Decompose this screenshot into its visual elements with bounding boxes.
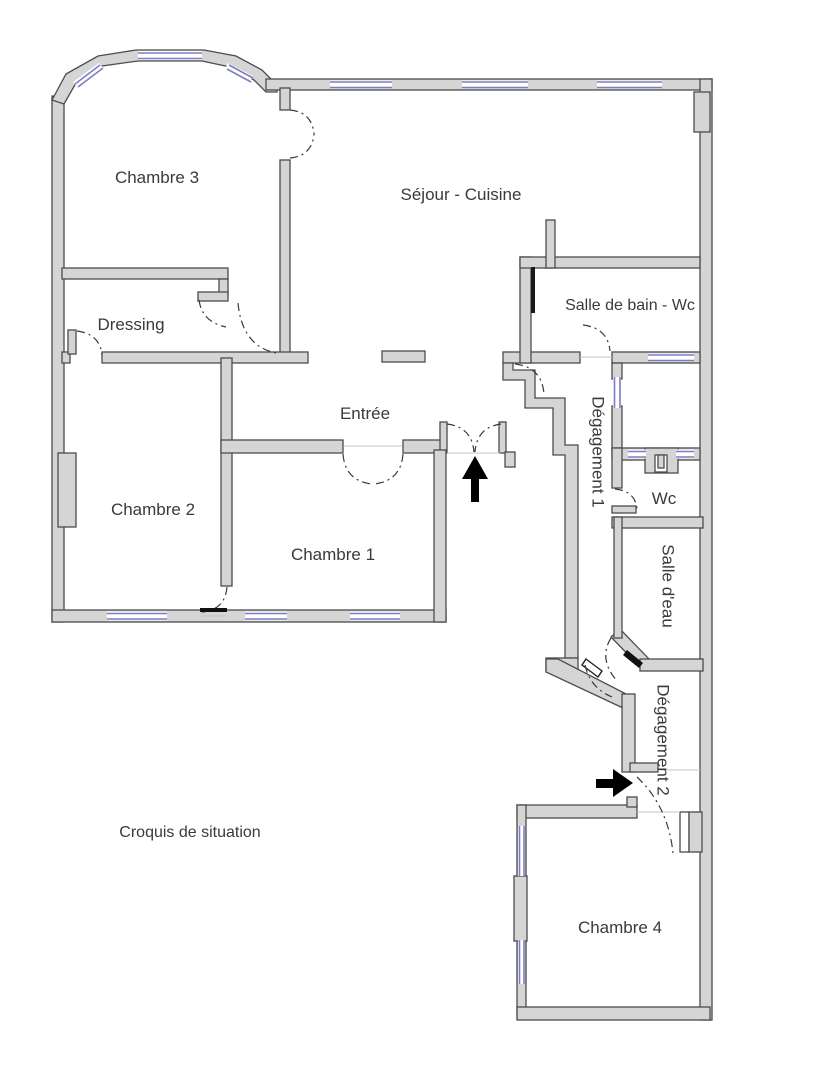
duct-chambre4 <box>688 811 703 853</box>
room-label-degagement-1: Dégagement 1 <box>589 396 608 508</box>
room-label-dressing: Dressing <box>97 315 164 334</box>
room-label-chambre-1: Chambre 1 <box>291 545 375 564</box>
room-label-salle-deau: Salle d'eau <box>659 544 678 628</box>
room-label-chambre-4: Chambre 4 <box>578 918 662 937</box>
sdb-fixture <box>531 267 535 313</box>
labels-layer: Chambre 3 Séjour - Cuisine Salle de bain… <box>97 168 694 937</box>
radiator-chambre2 <box>57 452 77 528</box>
room-label-wc: Wc <box>652 489 677 508</box>
room-label-chambre-2: Chambre 2 <box>111 500 195 519</box>
secondary-entrance-arrow-icon <box>596 769 633 797</box>
room-label-degagement-2: Dégagement 2 <box>654 684 673 796</box>
radiator-chambre4 <box>513 875 528 942</box>
room-label-salle-de-bain-wc: Salle de bain - Wc <box>565 297 695 314</box>
plan-caption: Croquis de situation <box>119 824 260 841</box>
room-label-sejour-cuisine: Séjour - Cuisine <box>401 185 522 204</box>
arrows-layer <box>462 456 633 797</box>
windows-layer <box>73 51 694 984</box>
room-label-chambre-3: Chambre 3 <box>115 168 199 187</box>
duct-sejour <box>693 91 711 133</box>
chambre4-door-pier <box>679 811 690 853</box>
doors-layer <box>76 109 700 854</box>
room-label-entree: Entrée <box>340 404 390 423</box>
main-entrance-arrow-icon <box>462 456 488 502</box>
walls-layer <box>51 49 713 1021</box>
entry-zigzag-wall <box>502 362 579 659</box>
